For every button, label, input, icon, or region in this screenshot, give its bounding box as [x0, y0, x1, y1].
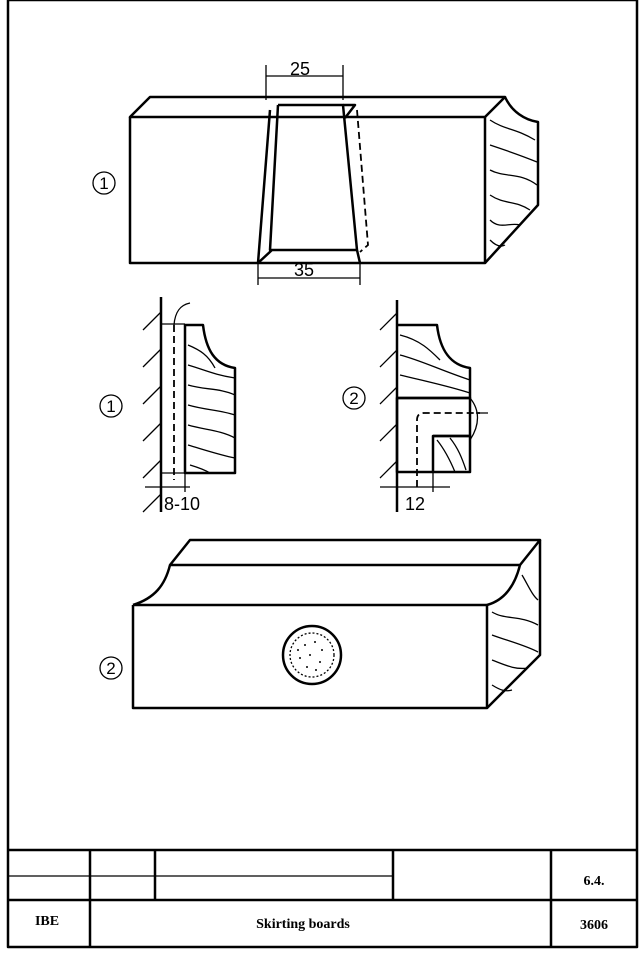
- cable-board-view: 2: [99, 538, 542, 710]
- section-number: 6.4.: [584, 874, 605, 889]
- section-1: 1 8-10: [99, 297, 237, 514]
- dimension-25: 25: [290, 59, 310, 79]
- section-2: 2 12: [342, 300, 488, 514]
- dimension-12: 12: [405, 494, 425, 514]
- drawing-frame: [6, 0, 639, 949]
- callout-1-top: 1: [99, 174, 108, 193]
- title-block: IBE Skirting boards 6.4. 3606: [8, 848, 637, 947]
- sheet-number: 3606: [580, 918, 608, 933]
- callout-1-section: 1: [106, 397, 115, 416]
- callout-2-section: 2: [349, 389, 358, 408]
- callout-2-bottom: 2: [106, 659, 115, 678]
- grooved-board-view: 1 25 35: [92, 59, 540, 285]
- company-label: IBE: [35, 914, 59, 929]
- drawing-title: Skirting boards: [256, 917, 350, 932]
- dimension-8-10: 8-10: [164, 494, 200, 514]
- dimension-35: 35: [294, 260, 314, 280]
- cable-icon: [281, 624, 343, 686]
